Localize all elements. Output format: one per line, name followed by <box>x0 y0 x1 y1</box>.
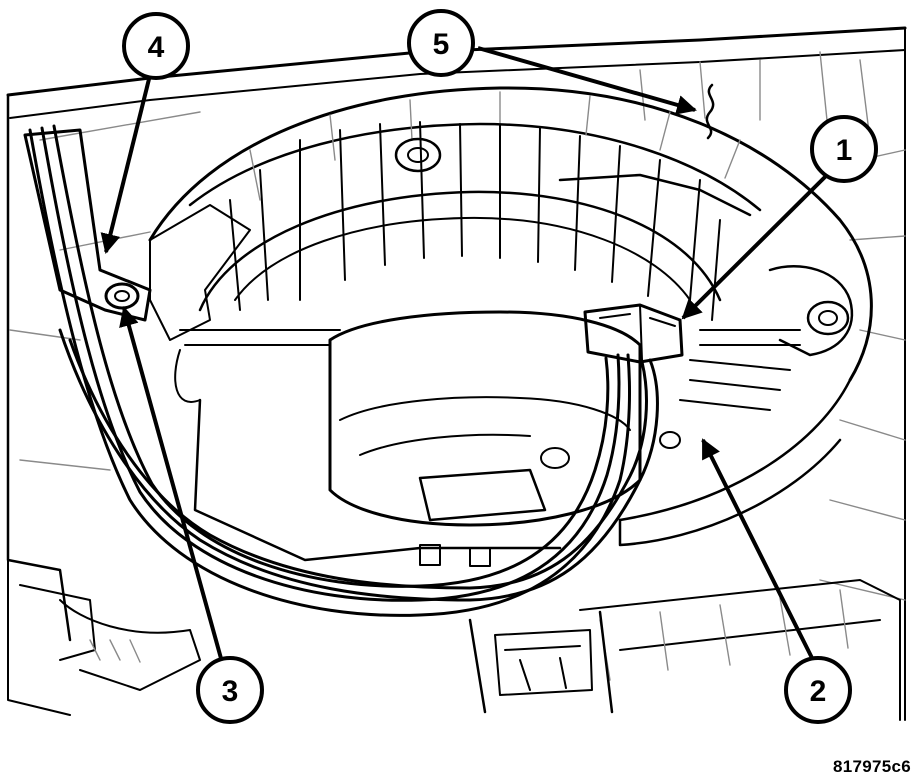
callout-5-number: 5 <box>433 28 450 61</box>
wire-retainer-bracket <box>23 128 152 322</box>
callout-4: 4 <box>122 12 190 80</box>
leader-callout-2 <box>701 438 814 659</box>
figure-id: 817975c6 <box>832 757 911 776</box>
leader-callout-5 <box>477 46 697 115</box>
break-line <box>705 83 715 140</box>
callout-2: 2 <box>784 656 852 724</box>
leader-callout-4 <box>100 74 152 254</box>
leader-callout-3 <box>119 306 224 663</box>
callout-1: 1 <box>810 115 878 183</box>
lower-mounting-stand <box>468 610 614 714</box>
callout-4-number: 4 <box>148 31 165 64</box>
motor-electrical-connector <box>583 303 684 364</box>
callout-3-number: 3 <box>222 675 239 708</box>
blower-motor <box>149 204 642 567</box>
callout-1-number: 1 <box>836 134 853 167</box>
blower-scroll-housing <box>148 86 873 547</box>
leader-callout-1 <box>681 170 832 320</box>
leader-lines <box>100 46 832 663</box>
callout-3: 3 <box>196 656 264 724</box>
callout-2-number: 2 <box>810 675 827 708</box>
callout-5: 5 <box>407 9 475 77</box>
wire-harness <box>28 124 659 617</box>
blower-fan-wheel <box>179 121 801 411</box>
